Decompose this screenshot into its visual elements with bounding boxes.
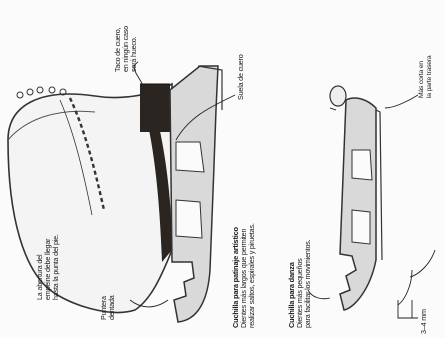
dance-blade [340, 98, 376, 310]
taco-line-3: será hueco. [130, 26, 138, 72]
empeine-line-3: hasta la punta del pie. [52, 234, 60, 300]
puntera-line-2: dentada [108, 295, 116, 320]
label-taco: Taco de cuero, en ningún caso será hueco… [114, 26, 138, 72]
label-mas-corta: Más corta en la parte trasera [418, 55, 433, 98]
label-empeine: La abertura del empeine debe llegar hast… [36, 234, 60, 300]
label-artistico: Cuchilla para patinaje artístico Dientes… [232, 223, 256, 328]
label-puntera: Puntera dentada [100, 295, 116, 320]
mas-corta-line-2: la parte trasera [426, 55, 434, 98]
label-medida: 3–4 mm [420, 309, 428, 334]
label-suela: Suela de cuero [237, 54, 245, 100]
mas-corta-line-1: Más corta en [418, 55, 426, 98]
danza-desc-2: para facilitar los movimientos. [304, 240, 312, 328]
label-danza: Cuchilla para danza Dientes más pequeños… [288, 240, 312, 328]
artistico-desc-2: realizar saltos, espirales y piruetas. [248, 223, 256, 328]
suela-text: Suela de cuero [237, 54, 245, 100]
medida-text: 3–4 mm [420, 309, 428, 334]
artistic-blade [170, 66, 218, 322]
heel-block [140, 84, 170, 132]
